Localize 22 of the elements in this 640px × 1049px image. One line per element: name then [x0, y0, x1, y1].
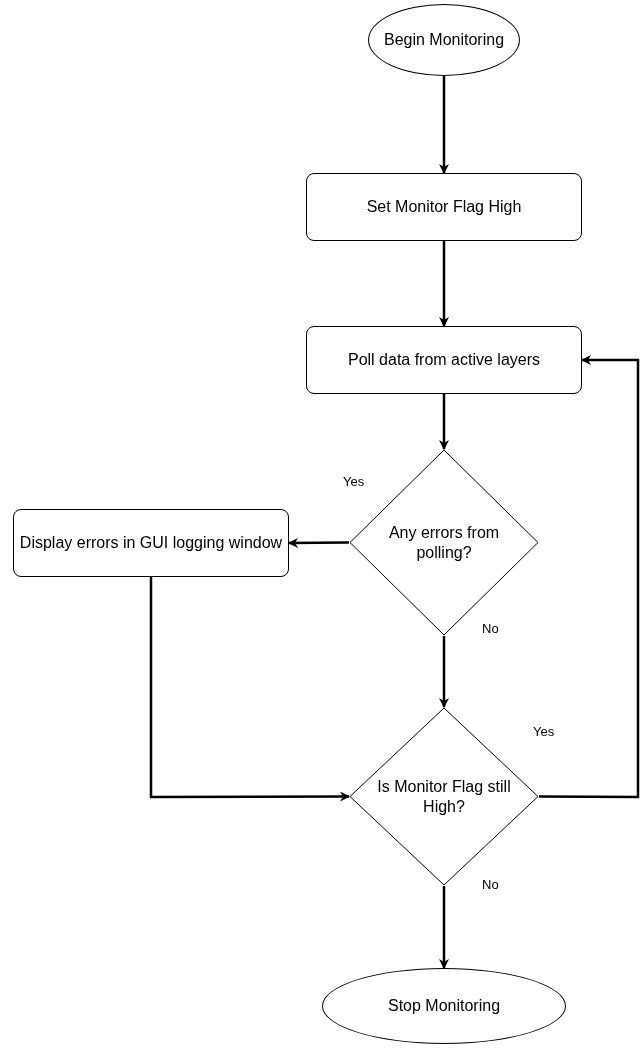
edge-label: Yes: [343, 474, 365, 490]
arrow: [439, 886, 449, 969]
arrow: [439, 76, 449, 174]
node-label: Any errors from polling?: [387, 522, 501, 563]
arrow: [439, 394, 449, 450]
node-label: Set Monitor Flag High: [366, 197, 522, 217]
node-label: Is Monitor Flag still High?: [376, 776, 512, 817]
edge-label: No: [482, 621, 499, 637]
arrow: [539, 355, 640, 799]
edge-label: Yes: [533, 724, 555, 740]
node-label: Begin Monitoring: [383, 30, 505, 50]
process-box: [306, 326, 582, 394]
node-label: Display errors in GUI logging window: [19, 533, 283, 553]
arrow: [439, 636, 449, 708]
arrow: [439, 241, 449, 327]
node-label: Stop Monitoring: [387, 996, 501, 1016]
arrow: [149, 577, 350, 802]
process-box: [306, 173, 582, 241]
arrow: [288, 537, 349, 548]
edge-label: No: [482, 877, 499, 893]
process-box: [13, 509, 289, 577]
node-label: Poll data from active layers: [347, 350, 541, 370]
